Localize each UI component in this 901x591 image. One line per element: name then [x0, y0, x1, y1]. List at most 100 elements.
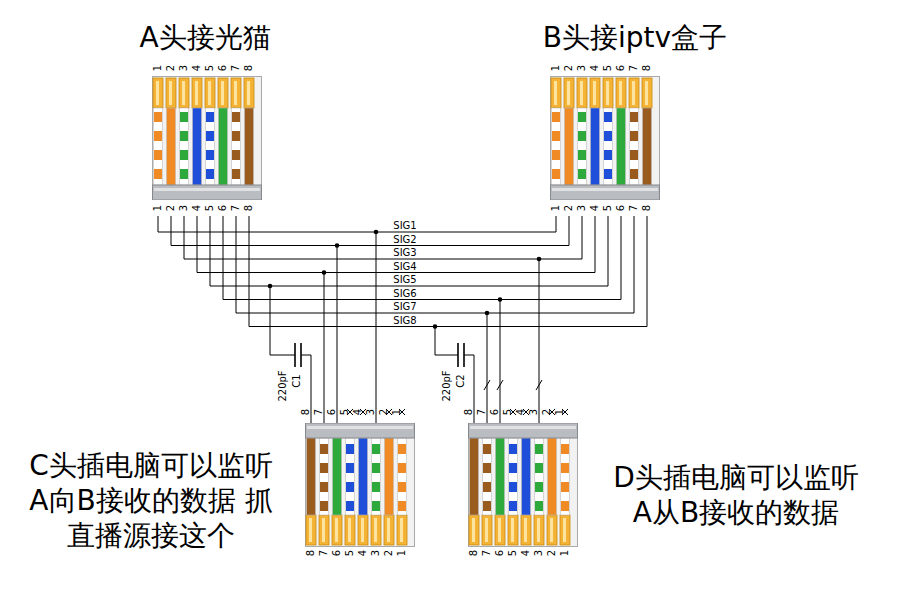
wire-insulation — [496, 438, 505, 515]
contact-highlight — [554, 81, 557, 105]
pin-number: 3 — [534, 550, 544, 556]
pin-number: 7 — [629, 205, 639, 211]
pin-number: 8 — [469, 550, 479, 556]
unused-pin-mark — [347, 409, 405, 415]
signal-name: SIG8 — [391, 316, 418, 326]
pin-number: 3 — [366, 409, 376, 415]
pin-number: 6 — [616, 205, 626, 211]
pin-number: 5 — [603, 205, 613, 211]
wire-stripe — [604, 131, 612, 141]
signal-wire — [210, 216, 608, 286]
connector-caption: D头插电脑可以监听 A从B接收的数据 — [605, 460, 867, 530]
wire-stripe — [483, 501, 491, 511]
pin-number: 1 — [555, 409, 565, 415]
pin-number: 7 — [319, 550, 329, 556]
wire-stripe — [630, 112, 638, 122]
contact-highlight — [335, 518, 338, 542]
wire-insulation — [385, 438, 394, 515]
contact-highlight — [580, 81, 583, 105]
signal-wire — [158, 216, 556, 232]
wire-stripe — [552, 112, 560, 122]
pin-number: 8 — [642, 205, 652, 211]
pin-number: 5 — [603, 65, 613, 71]
signal-name: SIG7 — [391, 302, 418, 312]
wire-stripe — [206, 131, 214, 141]
pin-number: 6 — [218, 65, 228, 71]
wire-stripe — [509, 444, 517, 454]
wire-stripe — [535, 463, 543, 473]
wire-insulation — [604, 108, 613, 185]
wire-insulation — [483, 438, 492, 515]
wire-insulation — [561, 438, 570, 515]
contact-highlight — [247, 81, 250, 105]
connector-caption: C头插电脑可以监听 A向B接收的数据 抓直播源接这个 — [20, 448, 282, 553]
contact-highlight — [234, 81, 237, 105]
wire-insulation — [245, 108, 254, 185]
wire-stripe — [180, 150, 188, 160]
wire-stripe — [483, 463, 491, 473]
wire-insulation — [509, 438, 518, 515]
contact-highlight — [374, 518, 377, 542]
gold-contact — [564, 78, 574, 108]
rj45-connector: A头接光猫 — [105, 20, 305, 216]
gold-contact — [231, 78, 241, 108]
gold-contact — [306, 515, 316, 545]
pin-number: 4 — [516, 409, 526, 415]
pin-number: 4 — [353, 409, 363, 415]
wire-stripe — [398, 482, 406, 492]
rj45-connector: C头插电脑可以监听 A向B接收的数据 抓直播源接这个 — [20, 400, 440, 570]
wire-insulation — [470, 438, 479, 515]
capacitor-symbol — [295, 343, 301, 367]
pin-number: 7 — [231, 65, 241, 71]
wire-stripe — [483, 482, 491, 492]
wire-stripe — [346, 444, 354, 454]
component-label: 220pF — [442, 370, 452, 401]
pin-number: 5 — [508, 550, 518, 556]
pin-number: 8 — [306, 550, 316, 556]
wire-stripe — [320, 482, 328, 492]
wire-stripe — [578, 169, 586, 179]
wire-stripe — [561, 444, 569, 454]
pin-number: 8 — [464, 409, 474, 415]
wire-insulation — [552, 108, 561, 185]
gold-contact — [205, 78, 215, 108]
rj45-connector: D头插电脑可以监听 A从B接收的数据 — [460, 400, 890, 570]
pin-number: 5 — [340, 409, 350, 415]
pin-number: 1 — [560, 550, 570, 556]
gold-contact — [244, 78, 254, 108]
wire-stripe — [180, 112, 188, 122]
wire-stripe — [372, 463, 380, 473]
wire-stripe — [232, 150, 240, 160]
contact-highlight — [156, 81, 159, 105]
signal-wire — [236, 216, 634, 313]
contact-highlight — [524, 518, 527, 542]
wire-insulation — [154, 108, 163, 185]
wire-insulation — [180, 108, 189, 185]
pin-number: 5 — [205, 65, 215, 71]
pin-number: 2 — [166, 205, 176, 211]
pin-number: 5 — [205, 205, 215, 211]
wire-insulation — [578, 108, 587, 185]
contact-highlight — [322, 518, 325, 542]
wire-stripe — [206, 150, 214, 160]
wire-stripe — [320, 463, 328, 473]
wire-stripe — [604, 169, 612, 179]
wire-stripe — [320, 501, 328, 511]
wire-insulation — [320, 438, 329, 515]
pin-number: 4 — [590, 65, 600, 71]
connector-caption: A头接光猫 — [105, 20, 305, 55]
contact-highlight — [498, 518, 501, 542]
wire-insulation — [307, 438, 316, 515]
contact-highlight — [361, 518, 364, 542]
wire-stripe — [509, 501, 517, 511]
pin-number: 1 — [551, 205, 561, 211]
wire-insulation — [591, 108, 600, 185]
pin-number: 6 — [327, 409, 337, 415]
wire-insulation — [372, 438, 381, 515]
gold-contact — [642, 78, 652, 108]
unused-pin-mark — [510, 409, 568, 415]
contact-highlight — [550, 518, 553, 542]
pin-number: 7 — [231, 205, 241, 211]
gold-contact — [560, 515, 570, 545]
latch-highlight — [470, 426, 576, 429]
